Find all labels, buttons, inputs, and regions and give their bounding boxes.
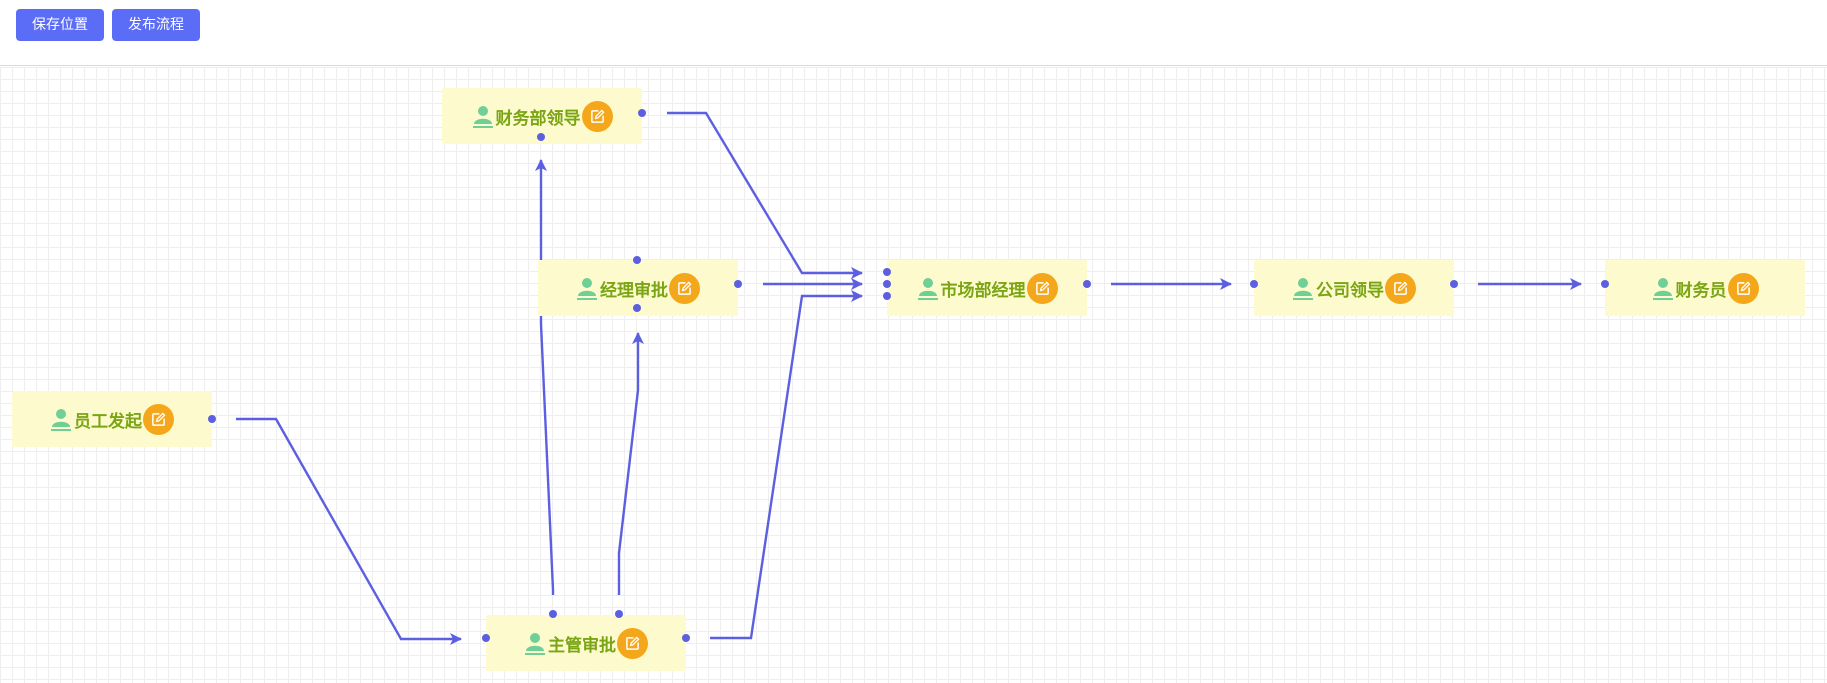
node-port[interactable]	[1250, 280, 1258, 288]
node-port[interactable]	[883, 280, 891, 288]
user-icon	[1293, 278, 1313, 300]
edit-icon[interactable]	[669, 272, 700, 304]
node-port[interactable]	[638, 109, 646, 117]
user-icon	[472, 106, 493, 128]
node-port[interactable]	[549, 610, 557, 618]
node-port[interactable]	[682, 634, 690, 642]
edge-finance-lead-to-market-manager[interactable]	[667, 111, 863, 279]
edit-icon[interactable]	[1727, 272, 1759, 304]
user-icon	[51, 409, 71, 431]
user-icon	[577, 278, 597, 300]
edit-icon[interactable]	[1026, 272, 1058, 304]
node-label: 员工发起	[74, 411, 142, 432]
user-icon	[1652, 278, 1673, 300]
node-port[interactable]	[883, 292, 891, 300]
node-port[interactable]	[615, 610, 623, 618]
flow-node-finance-lead[interactable]: 财务部领导	[442, 88, 642, 144]
flow-node-company-lead[interactable]: 公司领导	[1254, 260, 1454, 316]
node-port[interactable]	[1083, 280, 1091, 288]
node-port[interactable]	[633, 304, 641, 312]
user-icon	[525, 633, 545, 655]
flow-edges	[236, 111, 1582, 645]
edit-icon[interactable]	[1385, 272, 1416, 304]
edge-staff-to-supervisor[interactable]	[236, 417, 462, 645]
flow-canvas[interactable]: 员工发起 财务部领导	[0, 67, 1827, 683]
node-port[interactable]	[1450, 280, 1458, 288]
node-port[interactable]	[1601, 280, 1609, 288]
edit-icon[interactable]	[617, 627, 648, 659]
node-port[interactable]	[208, 415, 216, 423]
node-port[interactable]	[734, 280, 742, 288]
toolbar: 保存位置 发布流程	[0, 0, 1827, 66]
node-port[interactable]	[883, 268, 891, 276]
edit-icon[interactable]	[143, 403, 174, 435]
node-label: 公司领导	[1316, 280, 1384, 301]
node-port[interactable]	[537, 133, 545, 141]
edge-supervisor-to-market-manager[interactable]	[710, 290, 863, 640]
save-position-button[interactable]: 保存位置	[16, 9, 104, 41]
flow-node-accountant[interactable]: 财务员	[1605, 260, 1805, 316]
edit-icon[interactable]	[581, 100, 613, 132]
user-icon	[917, 278, 938, 300]
node-label: 财务员	[1675, 280, 1727, 301]
node-label: 经理审批	[600, 280, 668, 301]
node-label: 财务部领导	[495, 108, 581, 129]
node-port[interactable]	[482, 634, 490, 642]
flow-node-staff[interactable]: 员工发起	[12, 391, 212, 447]
flow-node-market-manager[interactable]: 市场部经理	[887, 260, 1087, 316]
node-port[interactable]	[633, 256, 641, 264]
node-label: 市场部经理	[940, 280, 1026, 301]
flow-node-supervisor[interactable]: 主管审批	[486, 615, 686, 671]
edge-supervisor-to-manager[interactable]	[617, 332, 644, 595]
publish-flow-button[interactable]: 发布流程	[112, 9, 200, 41]
edge-supervisor-to-finance-lead[interactable]	[535, 159, 555, 595]
node-label: 主管审批	[548, 635, 616, 656]
